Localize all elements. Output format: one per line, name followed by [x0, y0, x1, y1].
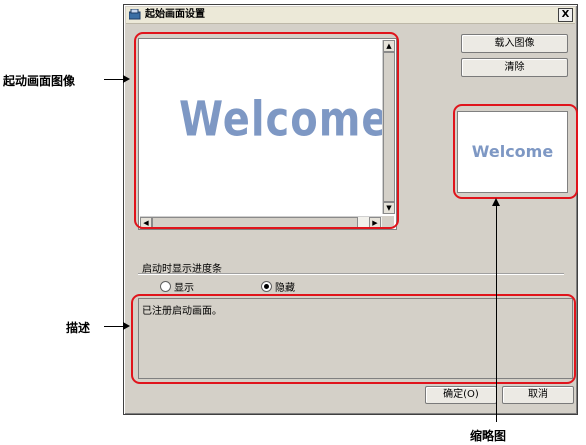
startup-image-preview: Welcome ▲ ▼ ◀ ▶	[138, 38, 397, 230]
scroll-up-arrow-icon[interactable]: ▲	[383, 40, 395, 52]
description-annotation: 描述	[66, 321, 91, 335]
scroll-down-arrow-icon[interactable]: ▼	[383, 202, 395, 214]
description-arrow	[104, 322, 130, 330]
close-button[interactable]: X	[558, 8, 573, 22]
scroll-right-arrow-icon[interactable]: ▶	[369, 217, 381, 229]
clear-button[interactable]: 清除	[461, 58, 568, 77]
progress-bar-label: 启动时显示进度条	[142, 264, 222, 275]
description-highlight	[131, 294, 576, 384]
thumbnail-arrow-head	[492, 198, 500, 206]
vertical-scrollbar[interactable]: ▲ ▼	[382, 40, 395, 214]
welcome-image: Welcome	[179, 92, 390, 148]
description-text: 已注册启动画面。	[142, 306, 222, 317]
startup-screen-dialog: 起始画面设置 X Welcome ▲ ▼ ◀ ▶ 载入图像 清除 Welcome…	[123, 4, 578, 415]
app-icon	[129, 9, 141, 20]
horizontal-scrollbar[interactable]: ◀ ▶	[140, 216, 382, 229]
show-radio-label[interactable]: 显示	[174, 283, 194, 294]
startup-image-annotation: 起动画面图像	[3, 74, 76, 88]
thumbnail-preview: Welcome	[457, 111, 568, 193]
thumbnail-arrow	[496, 203, 497, 422]
cancel-button[interactable]: 取消	[502, 386, 574, 404]
thumbnail-highlight	[453, 104, 578, 199]
window-title: 起始画面设置	[145, 9, 205, 20]
startup-image-arrow	[104, 75, 130, 83]
radio-selected-dot	[264, 284, 269, 289]
thumbnail-image: Welcome	[471, 142, 554, 161]
preview-highlight	[134, 32, 399, 229]
hide-radio[interactable]	[261, 281, 272, 292]
show-radio[interactable]	[160, 281, 171, 292]
hide-radio-label[interactable]: 隐藏	[275, 283, 295, 294]
group-divider	[138, 273, 564, 275]
ok-button[interactable]: 确定(O)	[425, 386, 497, 404]
load-image-button[interactable]: 载入图像	[461, 34, 568, 53]
title-bar: 起始画面设置 X	[126, 7, 575, 24]
thumbnail-annotation: 缩略图	[470, 429, 507, 443]
description-box[interactable]: 已注册启动画面。	[138, 298, 573, 379]
vertical-scroll-thumb[interactable]	[383, 52, 395, 202]
